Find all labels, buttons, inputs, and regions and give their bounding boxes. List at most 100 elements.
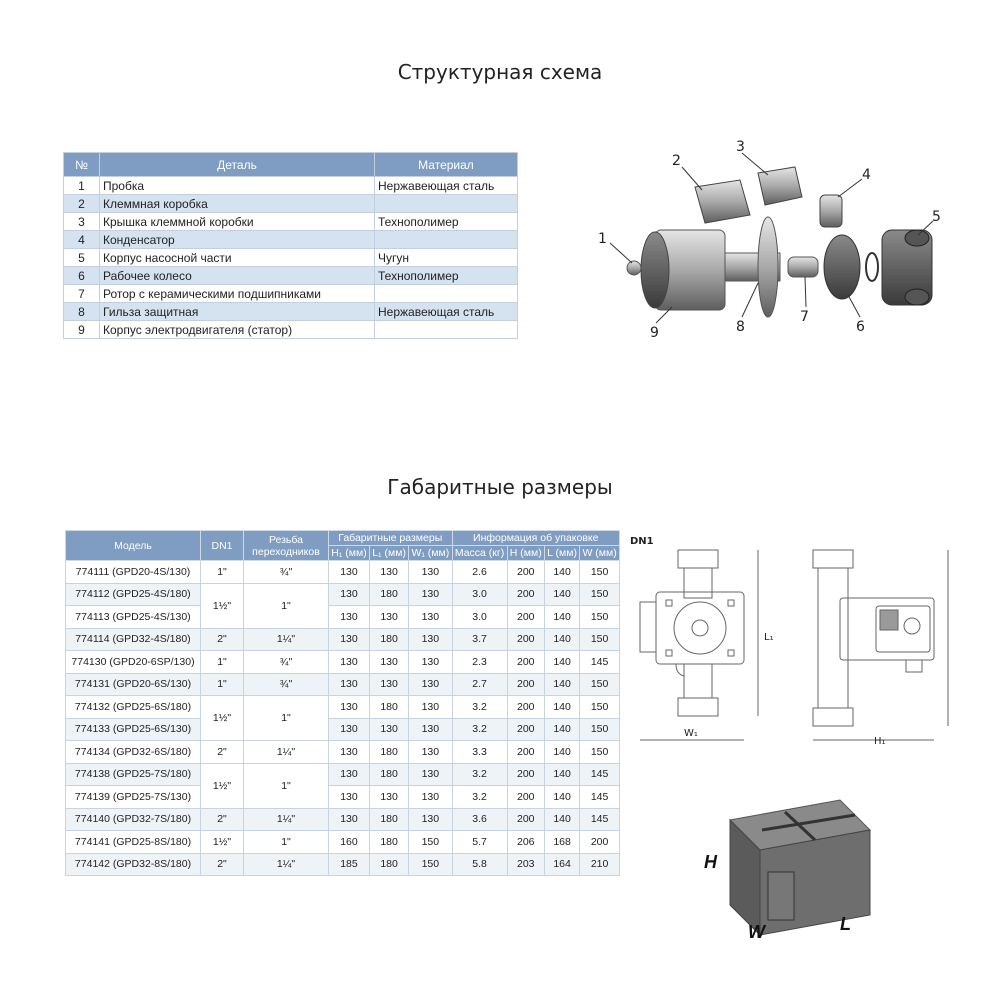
thread-cell: 1¼"	[243, 740, 329, 764]
l-cell: 140	[543, 627, 581, 651]
part-material-cell: Нержавеющая сталь	[374, 302, 518, 321]
model-cell: 774142 (GPD32-8S/180)	[65, 852, 201, 876]
part-material-cell	[374, 320, 518, 339]
part-number-cell: 1	[63, 176, 100, 195]
thread-cell: 1¼"	[243, 807, 329, 831]
dn1-cell: 1"	[200, 560, 244, 584]
dn1-label: DN1	[630, 536, 654, 547]
h1-cell: 130	[328, 605, 370, 629]
h1-cell: 130	[328, 582, 370, 606]
dn1-cell: 1½"	[200, 695, 244, 741]
l1-cell: 130	[368, 717, 410, 741]
part-number-cell: 7	[63, 284, 100, 303]
h1-cell: 130	[328, 762, 370, 786]
w1-cell: 130	[408, 560, 453, 584]
part-number-cell: 6	[63, 266, 100, 285]
model-cell: 774139 (GPD25-7S/130)	[65, 785, 201, 809]
dims-header-pack: Информация об упаковке	[451, 530, 621, 546]
h-cell: 203	[506, 852, 545, 876]
dn1-cell: 2"	[200, 740, 244, 764]
part-material-cell	[374, 284, 518, 303]
callout-7: 7	[800, 309, 809, 325]
part-name-cell: Ротор с керамическими подшипниками	[99, 284, 375, 303]
dn1-cell: 2"	[200, 807, 244, 831]
dims-header-row-2: H₁ (мм) L₁ (мм) W₁ (мм) Масса (кг) H (мм…	[66, 545, 620, 561]
model-cell: 774138 (GPD25-7S/180)	[65, 762, 201, 786]
mass-cell: 2.3	[451, 650, 508, 674]
callout-3: 3	[736, 139, 745, 155]
mass-cell: 2.6	[451, 560, 508, 584]
l-cell: 140	[543, 762, 581, 786]
model-cell: 774113 (GPD25-4S/130)	[65, 605, 201, 629]
callout-8: 8	[736, 319, 745, 335]
h1-cell: 130	[328, 672, 370, 696]
h-cell: 200	[506, 582, 545, 606]
h1-cell: 130	[328, 650, 370, 674]
part-material-cell	[374, 194, 518, 213]
w1-cell: 130	[408, 695, 453, 719]
mass-cell: 5.8	[451, 852, 508, 876]
l-cell: 168	[543, 830, 581, 854]
box-l-label: L	[840, 914, 851, 934]
part-material-cell: Нержавеющая сталь	[374, 176, 518, 195]
w-cell: 200	[579, 830, 620, 854]
h1-cell: 130	[328, 740, 370, 764]
h-cell: 206	[506, 830, 545, 854]
callout-5: 5	[932, 209, 941, 225]
model-cell: 774132 (GPD25-6S/180)	[65, 695, 201, 719]
parts-header-part: Деталь	[99, 152, 375, 177]
h-cell: 200	[506, 740, 545, 764]
box-w-label: W	[748, 922, 767, 942]
mass-cell: 3.6	[451, 807, 508, 831]
impeller-part	[823, 234, 861, 300]
part-name-cell: Пробка	[99, 176, 375, 195]
thread-cell: ¾"	[243, 650, 329, 674]
l1-cell: 180	[368, 582, 410, 606]
w-cell: 150	[579, 672, 620, 696]
dims-header-l1: L₁ (мм)	[368, 545, 410, 561]
model-cell: 774131 (GPD20-6S/130)	[65, 672, 201, 696]
dn1-cell: 1"	[200, 650, 244, 674]
pump-housing-part	[881, 229, 933, 306]
package-box-diagram: H W L	[704, 799, 872, 942]
dims-header-dn1: DN1	[200, 530, 244, 561]
l-cell: 140	[543, 717, 581, 741]
w-cell: 145	[579, 762, 620, 786]
dimensions-title: Габаритные размеры	[387, 475, 613, 499]
thread-cell: 1¼"	[243, 852, 329, 876]
l1-cell: 130	[368, 650, 410, 674]
parts-header-material: Материал	[374, 152, 518, 177]
mass-cell: 3.2	[451, 762, 508, 786]
exploded-view-diagram: 1 2 3 4 5 6 7 8 9	[598, 139, 941, 341]
l-cell: 140	[543, 740, 581, 764]
dims-header-thread: Резьба переходников	[243, 530, 329, 561]
h-cell: 200	[506, 560, 545, 584]
h-cell: 200	[506, 762, 545, 786]
w-cell: 145	[579, 650, 620, 674]
l-cell: 140	[543, 605, 581, 629]
part-name-cell: Крышка клеммной коробки	[99, 212, 375, 231]
h1-cell: 130	[328, 785, 370, 809]
model-cell: 774130 (GPD20-6SP/130)	[65, 650, 201, 674]
l-cell: 140	[543, 582, 581, 606]
h1-cell: 185	[328, 852, 370, 876]
w1-label: W₁	[684, 728, 698, 739]
terminal-box-part	[694, 179, 751, 224]
l1-cell: 180	[368, 695, 410, 719]
part-name-cell: Клеммная коробка	[99, 194, 375, 213]
mass-cell: 3.2	[451, 717, 508, 741]
dimension-drawing: DN1 L₁ W₁ H₁	[630, 536, 949, 747]
dims-header-mass: Масса (кг)	[451, 545, 508, 561]
l-cell: 140	[543, 807, 581, 831]
callout-9: 9	[650, 325, 659, 341]
w1-cell: 130	[408, 582, 453, 606]
part-number-cell: 8	[63, 302, 100, 321]
callout-6: 6	[856, 319, 865, 335]
